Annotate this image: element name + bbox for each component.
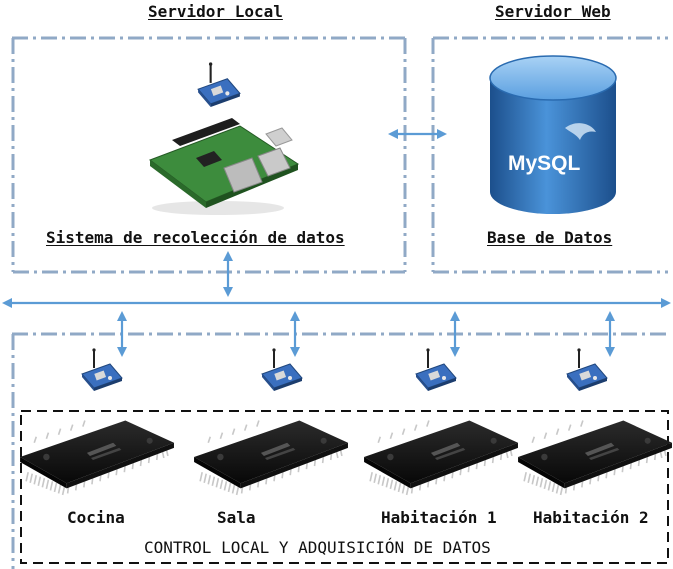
microcontroller-chip-icon: [363, 419, 519, 496]
mysql-logo-text: MySQL: [508, 152, 581, 175]
node-label-cocina: Cocina: [67, 508, 125, 527]
servidor-web-title: Servidor Web: [495, 2, 611, 21]
microcontroller-chip-icon: [517, 419, 673, 496]
xbee-radio-module-icon: [81, 348, 123, 392]
connection-arrows: [2, 129, 671, 357]
microcontroller-chip-icon: [19, 419, 175, 496]
control-local-box: [20, 410, 669, 564]
sistema-recoleccion-label: Sistema de recolección de datos: [46, 228, 345, 247]
xbee-radio-module-icon: [566, 348, 608, 392]
microcontroller-chip-icon: [193, 419, 349, 496]
server-frames: [11, 36, 668, 569]
control-local-title: CONTROL LOCAL Y ADQUISICIÓN DE DATOS: [144, 538, 491, 557]
node-label-habitacion-2: Habitación 2: [533, 508, 649, 527]
raspberry-pi-board-icon: [148, 118, 300, 215]
xbee-radio-module-icon: [415, 348, 457, 392]
mysql-database-cylinder-icon: [489, 55, 617, 214]
node-label-sala: Sala: [217, 508, 256, 527]
servidor-local-title: Servidor Local: [148, 2, 283, 21]
base-datos-label: Base de Datos: [487, 228, 613, 247]
node-label-habitacion-1: Habitación 1: [381, 508, 497, 527]
xbee-radio-module-icon: [197, 62, 241, 108]
